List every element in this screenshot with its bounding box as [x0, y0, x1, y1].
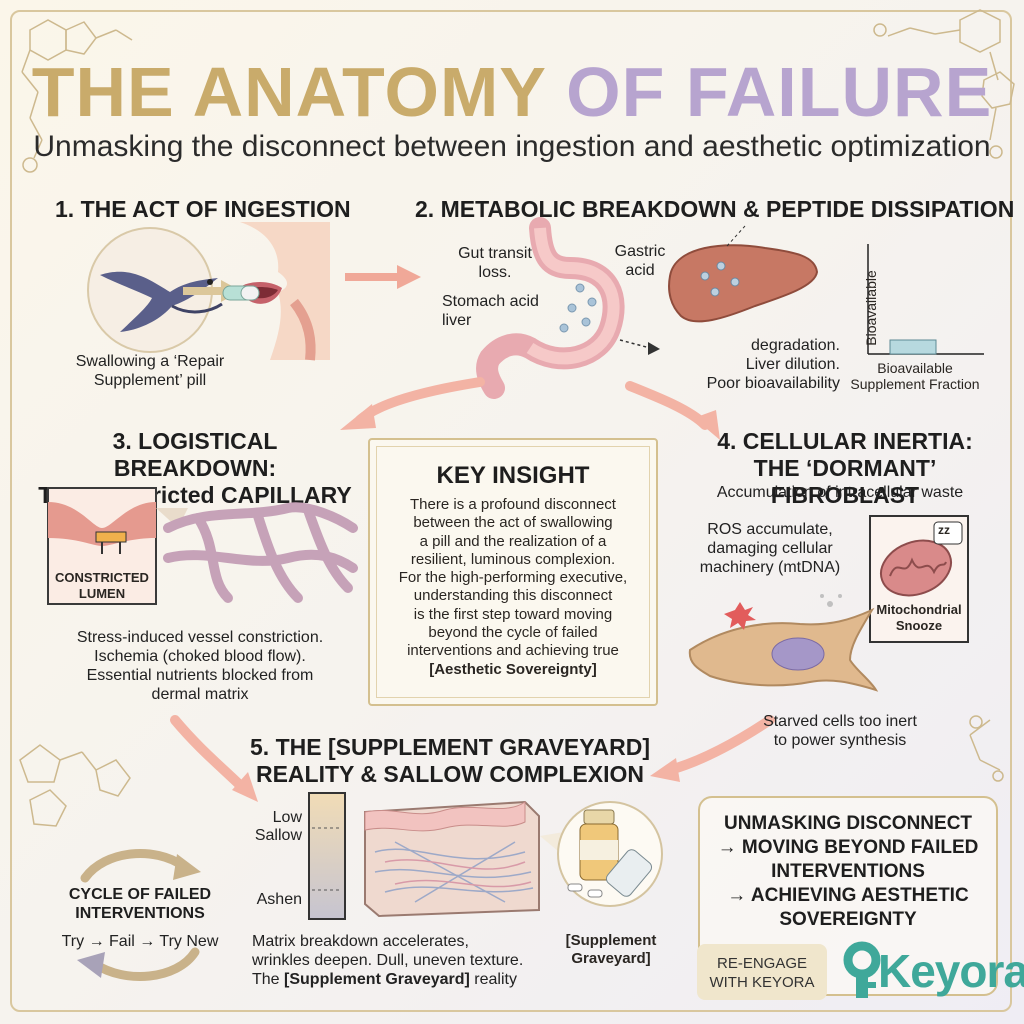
- gut-transit-label: Gut transit loss.: [458, 245, 532, 281]
- section1-heading: 1. THE ACT OF INGESTION: [55, 196, 351, 222]
- cycle-steps: Try → Fail → Try New: [61, 933, 219, 950]
- complexion-scale-bar: [308, 792, 346, 920]
- gastric-acid-label: Gastric acid: [614, 243, 666, 279]
- cycle-arrows-icon: [77, 849, 201, 981]
- section4-heading: 4. CELLULAR INERTIA: THE ‘DORMANT’ FIBRO…: [717, 428, 973, 508]
- key-insight-inner-border: [376, 446, 650, 698]
- scale-low-label: Low: [272, 809, 302, 826]
- liver-illustration: [668, 225, 819, 323]
- constricted-capillary-illustration: [47, 487, 358, 605]
- ros-label: ROS accumulate, damaging cellular machin…: [699, 521, 841, 576]
- stomach-acid-label: Stomach acid liver: [442, 293, 539, 329]
- section3-heading: 3. LOGISTICAL BREAKDOWN: THE constricted…: [38, 428, 352, 508]
- brand-name: Keyora: [878, 945, 1024, 997]
- arrow-1-to-2: [345, 265, 421, 289]
- liver-degradation-label: degradation. Liver dilution. Poor bioava…: [706, 337, 840, 392]
- keyora-logo-icon: [843, 941, 881, 998]
- stomach-illustration: [476, 217, 660, 399]
- skin-cross-section-illustration: [364, 800, 540, 918]
- cycle-heading: CYCLE OF FAILED INTERVENTIONS: [68, 886, 212, 922]
- key-insight-box: KEY INSIGHT There is a profound disconne…: [368, 438, 658, 706]
- section3-caption: Stress-induced vessel constriction. Isch…: [76, 629, 324, 703]
- page-subtitle: Unmasking the disconnect between ingesti…: [33, 130, 991, 163]
- key-insight-heading: KEY INSIGHT: [436, 462, 590, 489]
- chart-x-label: Bioavailable Supplement Fraction: [850, 360, 980, 392]
- title-part-1: THE ANATOMY: [31, 53, 546, 131]
- re-engage-label: RE-ENGAGE WITH KEYORA: [709, 955, 815, 991]
- constricted-lumen-badge: CONSTRICTED LUMEN: [55, 570, 149, 601]
- scale-sallow-label: Sallow: [254, 827, 302, 844]
- section4-subheading: Accumulation of intracellular waste: [716, 484, 964, 501]
- page-border: [10, 10, 1012, 1012]
- summary-text: UNMASKING DISCONNECT → MOVING BEYOND FAI…: [717, 813, 979, 930]
- section1-caption: Swallowing a ‘Repair Supplement’ pill: [75, 353, 225, 389]
- swallow-bird-illustration: [87, 227, 223, 353]
- section2-heading: 2. METABOLIC BREAKDOWN & PEPTIDE DISSIPA…: [415, 196, 1015, 222]
- snooze-icon: zz: [938, 523, 950, 537]
- re-engage-button[interactable]: RE-ENGAGE WITH KEYORA: [697, 944, 827, 1000]
- page-title: THE ANATOMY OF FAILURE: [0, 52, 1024, 132]
- supplement-bottle-icon: [540, 801, 663, 907]
- mitochondria-box: [869, 515, 969, 643]
- key-insight-text: There is a profound disconnect between t…: [398, 496, 628, 678]
- section5-heading: 5. THE [SUPPLEMENT GRAVEYARD] REALITY & …: [250, 734, 650, 787]
- fibroblast-cell-illustration: [688, 594, 879, 692]
- scale-ashen-label: Ashen: [256, 891, 302, 908]
- title-part-2: OF FAILURE: [566, 53, 993, 131]
- starved-cells-label: Starved cells too inert to power synthes…: [763, 713, 917, 749]
- bioavailability-mini-chart: [867, 244, 984, 355]
- pill-icon: [222, 285, 260, 301]
- mitochondrial-snooze-label: Mitochondrial Snooze: [876, 602, 962, 633]
- section5-caption: Matrix breakdown accelerates, wrinkles d…: [252, 933, 524, 988]
- graveyard-label: [Supplement Graveyard]: [565, 932, 657, 967]
